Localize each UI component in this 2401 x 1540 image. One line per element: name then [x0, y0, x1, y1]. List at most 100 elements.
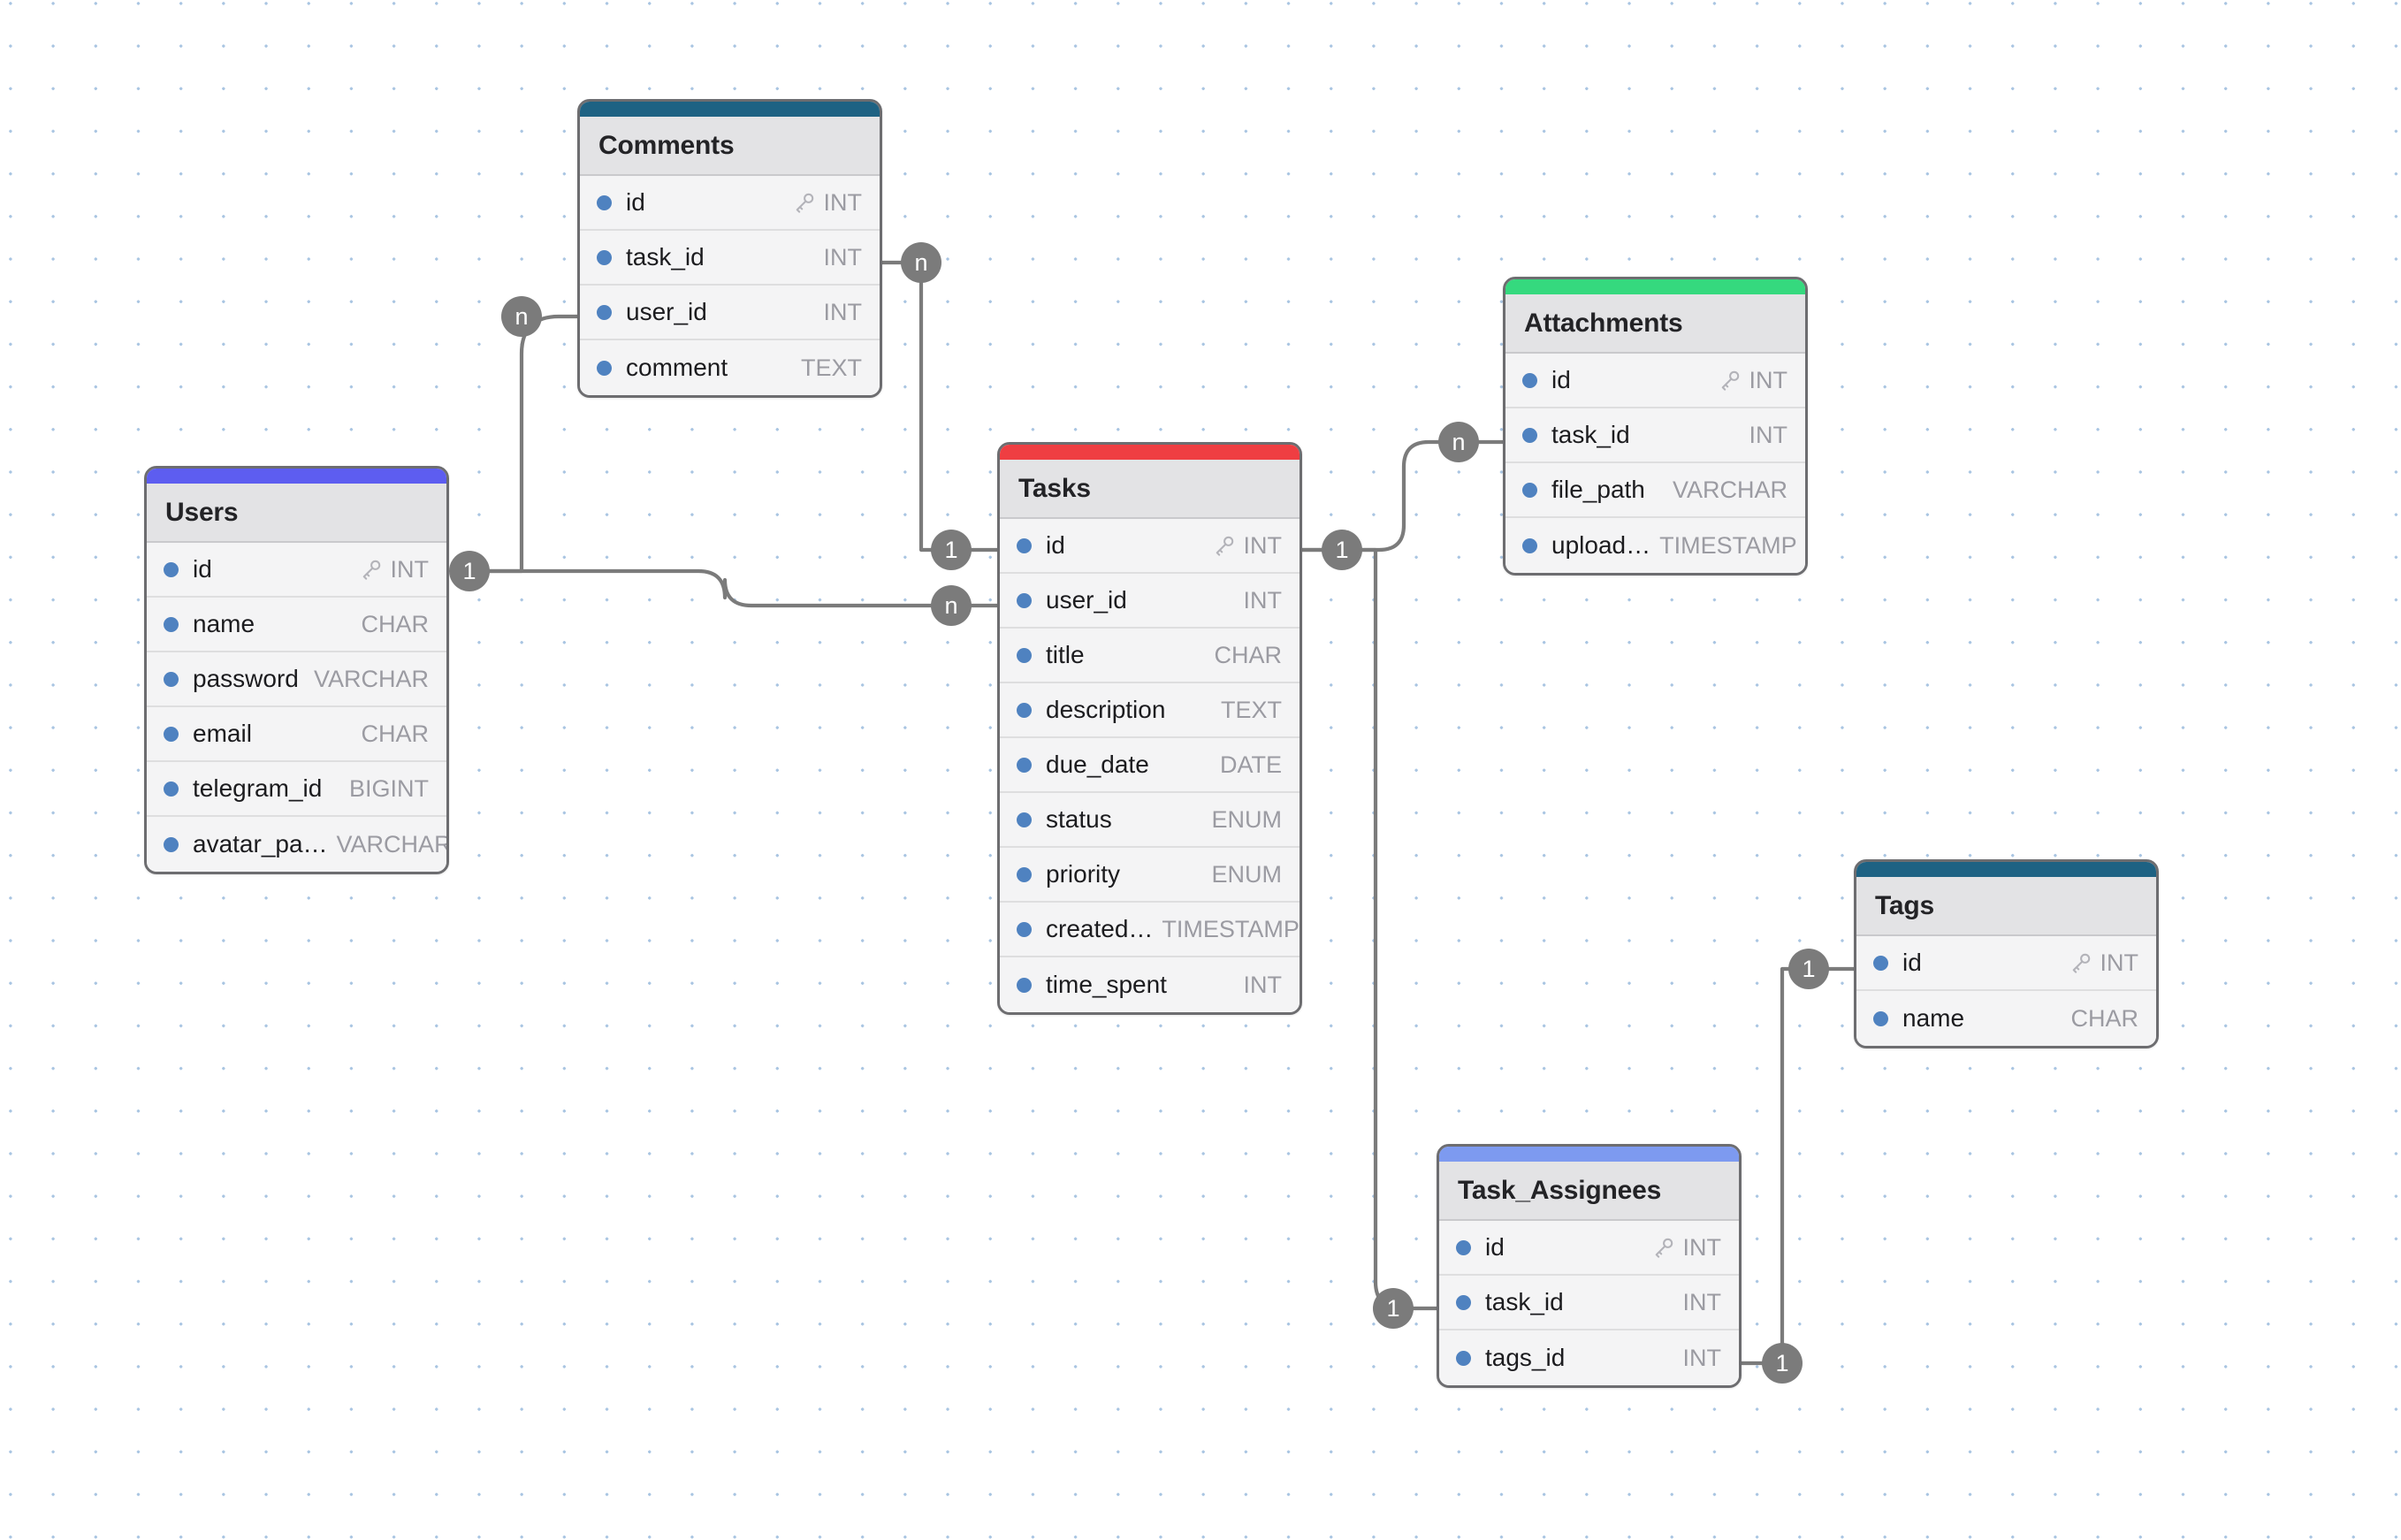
- field-bullet-icon: [1456, 1350, 1471, 1366]
- cardinality-badge: 1: [1788, 949, 1829, 989]
- field-bullet-icon: [164, 671, 179, 687]
- table-accent-bar: [580, 102, 880, 117]
- field-bullet-icon: [1017, 702, 1032, 718]
- table-title-bar[interactable]: Attachments: [1505, 294, 1805, 354]
- field-row[interactable]: task_id INT: [1439, 1276, 1739, 1330]
- table-accent-bar: [1000, 445, 1300, 460]
- field-row[interactable]: id INT: [1000, 519, 1300, 574]
- field-name: id: [1046, 531, 1065, 559]
- field-bullet-icon: [597, 360, 612, 376]
- table-title-bar[interactable]: Comments: [580, 117, 880, 176]
- field-type: BIGINT: [348, 774, 429, 802]
- field-type: VARCHAR: [313, 665, 429, 692]
- field-type: CHAR: [361, 610, 429, 637]
- field-type: INT: [823, 188, 863, 216]
- field-bullet-icon: [1522, 482, 1537, 498]
- field-row[interactable]: avatar_pa…VARCHAR: [147, 817, 446, 872]
- key-icon: [1216, 536, 1233, 556]
- field-name: id: [1551, 366, 1571, 393]
- cardinality-badge: n: [501, 296, 542, 337]
- field-bullet-icon: [1017, 866, 1032, 882]
- field-type: INT: [390, 555, 430, 583]
- field-type: INT: [1243, 531, 1283, 559]
- field-type: VARCHAR: [336, 830, 449, 858]
- cardinality-badge: 1: [1762, 1343, 1803, 1384]
- table-name: Tags: [1875, 890, 1934, 920]
- key-icon: [2072, 953, 2090, 973]
- field-bullet-icon: [1873, 955, 1888, 971]
- field-bullet-icon: [1456, 1294, 1471, 1310]
- field-row[interactable]: created…TIMESTAMP: [1000, 903, 1300, 957]
- table-title-bar[interactable]: Task_Assignees: [1439, 1162, 1739, 1221]
- field-name: due_date: [1046, 751, 1149, 778]
- field-type: INT: [1749, 366, 1788, 393]
- field-bullet-icon: [1873, 1010, 1888, 1026]
- field-name: title: [1046, 641, 1085, 668]
- field-name: name: [1902, 1004, 1965, 1032]
- field-type: INT: [1682, 1288, 1722, 1315]
- field-row[interactable]: title CHAR: [1000, 629, 1300, 683]
- field-type: VARCHAR: [1672, 476, 1787, 503]
- cardinality-badge: 1: [1373, 1288, 1414, 1329]
- field-name: task_id: [1485, 1288, 1564, 1315]
- table-title-bar[interactable]: Tasks: [1000, 460, 1300, 519]
- key-icon: [1655, 1238, 1673, 1258]
- field-row[interactable]: id INT: [1505, 354, 1805, 408]
- field-type: CHAR: [1214, 641, 1282, 668]
- table-title-bar[interactable]: Tags: [1856, 877, 2156, 936]
- relationship-edge: [1300, 547, 1439, 1311]
- field-name: task_id: [1551, 421, 1630, 448]
- cardinality-badge: 1: [931, 530, 972, 570]
- field-bullet-icon: [164, 726, 179, 742]
- field-bullet-icon: [164, 616, 179, 632]
- table-name: Task_Assignees: [1458, 1175, 1662, 1205]
- field-name: tags_id: [1485, 1344, 1566, 1371]
- field-bullet-icon: [597, 249, 612, 265]
- field-name: time_spent: [1046, 971, 1167, 998]
- field-name: id: [1902, 949, 1922, 976]
- table-name: Comments: [598, 130, 735, 160]
- field-name: description: [1046, 696, 1166, 723]
- field-row[interactable]: upload…TIMESTAMP: [1505, 518, 1805, 573]
- relationship-edge: [880, 260, 1000, 553]
- table-title-bar[interactable]: Users: [147, 484, 446, 543]
- field-name: priority: [1046, 860, 1121, 888]
- field-bullet-icon: [1017, 812, 1032, 827]
- field-type: INT: [1243, 586, 1283, 614]
- table-name: Tasks: [1018, 473, 1091, 503]
- field-bullet-icon: [164, 781, 179, 797]
- cardinality-badge: 1: [449, 551, 490, 591]
- field-type: TEXT: [800, 354, 862, 381]
- field-name: name: [193, 610, 255, 637]
- field-row[interactable]: name CHAR: [147, 598, 446, 652]
- table-accent-bar: [1505, 279, 1805, 294]
- field-bullet-icon: [1017, 592, 1032, 608]
